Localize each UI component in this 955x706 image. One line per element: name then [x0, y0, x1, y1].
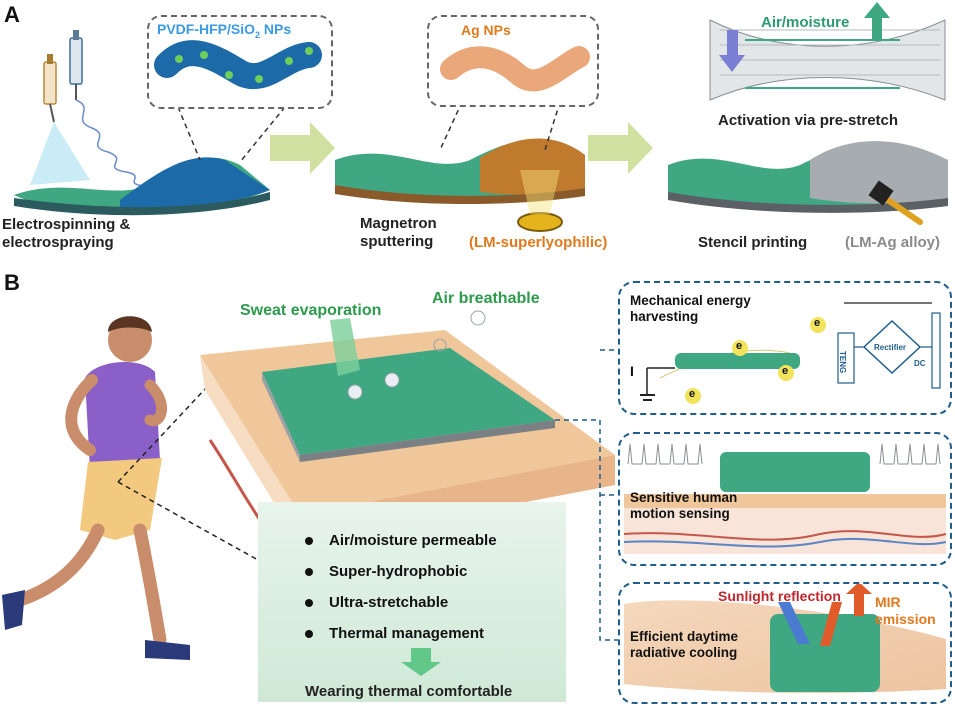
panel-b-letter: B [4, 270, 20, 295]
properties-list: Air/moisture permeable Super-hydrophobic… [305, 525, 497, 649]
sputtering-target [517, 212, 563, 232]
electron-label: e [689, 388, 696, 400]
property-item: Thermal management [305, 618, 497, 649]
electron-label: e [736, 340, 743, 352]
air-breathable-label: Air breathable [432, 290, 540, 307]
process-arrow-2 [588, 122, 653, 174]
radiative-cooling-illustration [624, 584, 946, 693]
activation-label: Activation via pre-stretch [718, 112, 899, 129]
energy-circuit [640, 302, 941, 404]
step2-label: Magnetron sputtering [360, 215, 437, 250]
step1-label: Electrospinning & electrospraying [2, 216, 131, 251]
electron-label: e [782, 365, 789, 377]
property-item: Super-hydrophobic [305, 556, 497, 587]
step2-tag: (LM-superlyophilic) [469, 234, 608, 251]
panel-a-letter: A [4, 2, 20, 27]
sweat-plume [330, 318, 360, 376]
sweat-evaporation-label: Sweat evaporation [240, 302, 382, 319]
runner-figure [2, 316, 190, 660]
electrospinning-jet [75, 99, 147, 187]
callout-box-2: Ag NPs [427, 15, 599, 107]
rectifier-label: Rectifier [874, 343, 907, 352]
electrospray-cone [30, 122, 90, 185]
property-item: Ultra-stretchable [305, 587, 497, 618]
teng-label: TENG [838, 351, 847, 374]
fiber-mat-1 [14, 157, 270, 216]
comfort-label: Wearing thermal comfortable [305, 683, 513, 700]
energy-harvesting-title: Mechanical energy harvesting [630, 293, 751, 324]
dc-label: DC [914, 359, 926, 368]
sunlight-label: Sunlight reflection [718, 588, 841, 604]
callout-label-2: Ag NPs [461, 22, 511, 38]
motion-sensing-illustration [623, 443, 947, 554]
electron-label: e [814, 317, 821, 329]
callout-label-1: PVDF-HFP/SiO2 NPs [157, 21, 292, 40]
air-moisture-label: Air/moisture [761, 14, 850, 31]
motion-sensing-box: Sensitive human motion sensing [618, 432, 952, 566]
current-label: I [630, 363, 634, 379]
syringe-icon [43, 30, 83, 123]
fabric-patch [262, 310, 555, 462]
radiative-cooling-title: Efficient daytime radiative cooling [630, 629, 739, 660]
mir-label: MIR emission [875, 594, 936, 627]
comfort-arrow [401, 648, 441, 676]
motion-sensing-title: Sensitive human motion sensing [630, 490, 738, 521]
property-item: Air/moisture permeable [305, 525, 497, 556]
step3-tag: (LM-Ag alloy) [845, 234, 940, 251]
brush-icon [868, 180, 923, 225]
skin-block [200, 330, 615, 545]
fiber-mat-2 [335, 138, 585, 204]
fiber-mat-3 [668, 141, 948, 213]
step3-label: Stencil printing [698, 234, 808, 251]
radiative-cooling-box: Efficient daytime radiative cooling Sunl… [618, 582, 952, 704]
energy-harvesting-box: Mechanical energy harvesting I e e e e T… [618, 281, 952, 415]
callout-box-1: PVDF-HFP/SiO2 NPs [147, 15, 333, 109]
process-arrow-1 [270, 122, 335, 174]
